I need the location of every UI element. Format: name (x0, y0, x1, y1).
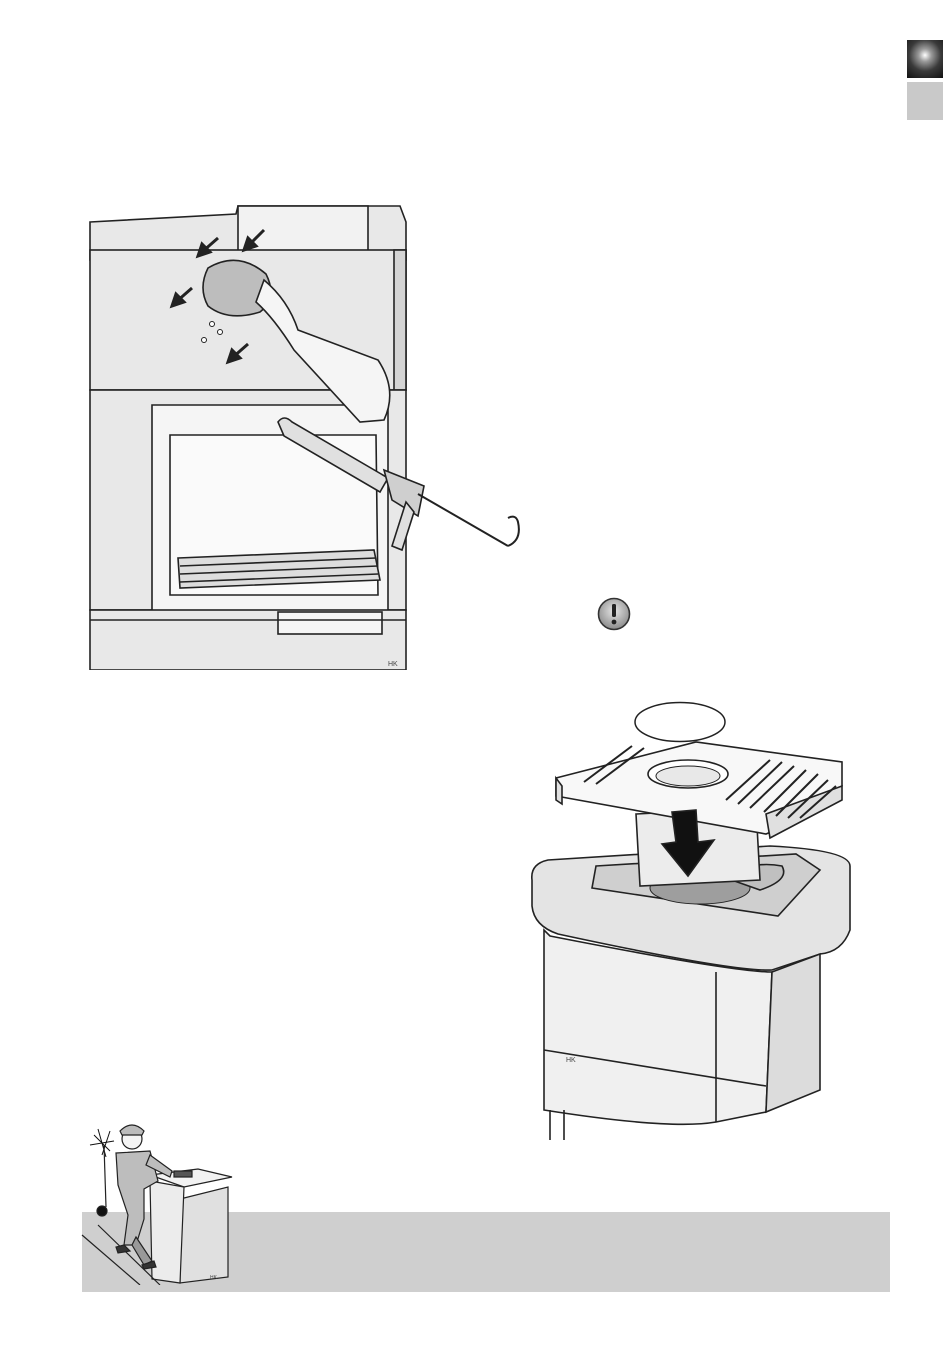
sweep-illustration-stamp: HK (210, 1275, 218, 1281)
inactive-language-tab[interactable] (907, 82, 943, 120)
top-plate-illustration-stamp: HK (566, 1057, 576, 1064)
stove-sealing-illustration: HK (88, 200, 548, 670)
sealing-illustration-stamp: HK (388, 661, 398, 668)
top-plate-illustration: HK (520, 690, 860, 1140)
warning-icon (597, 597, 631, 631)
active-language-tab[interactable] (907, 40, 943, 78)
chimney-sweep-illustration: HK (80, 1115, 245, 1285)
